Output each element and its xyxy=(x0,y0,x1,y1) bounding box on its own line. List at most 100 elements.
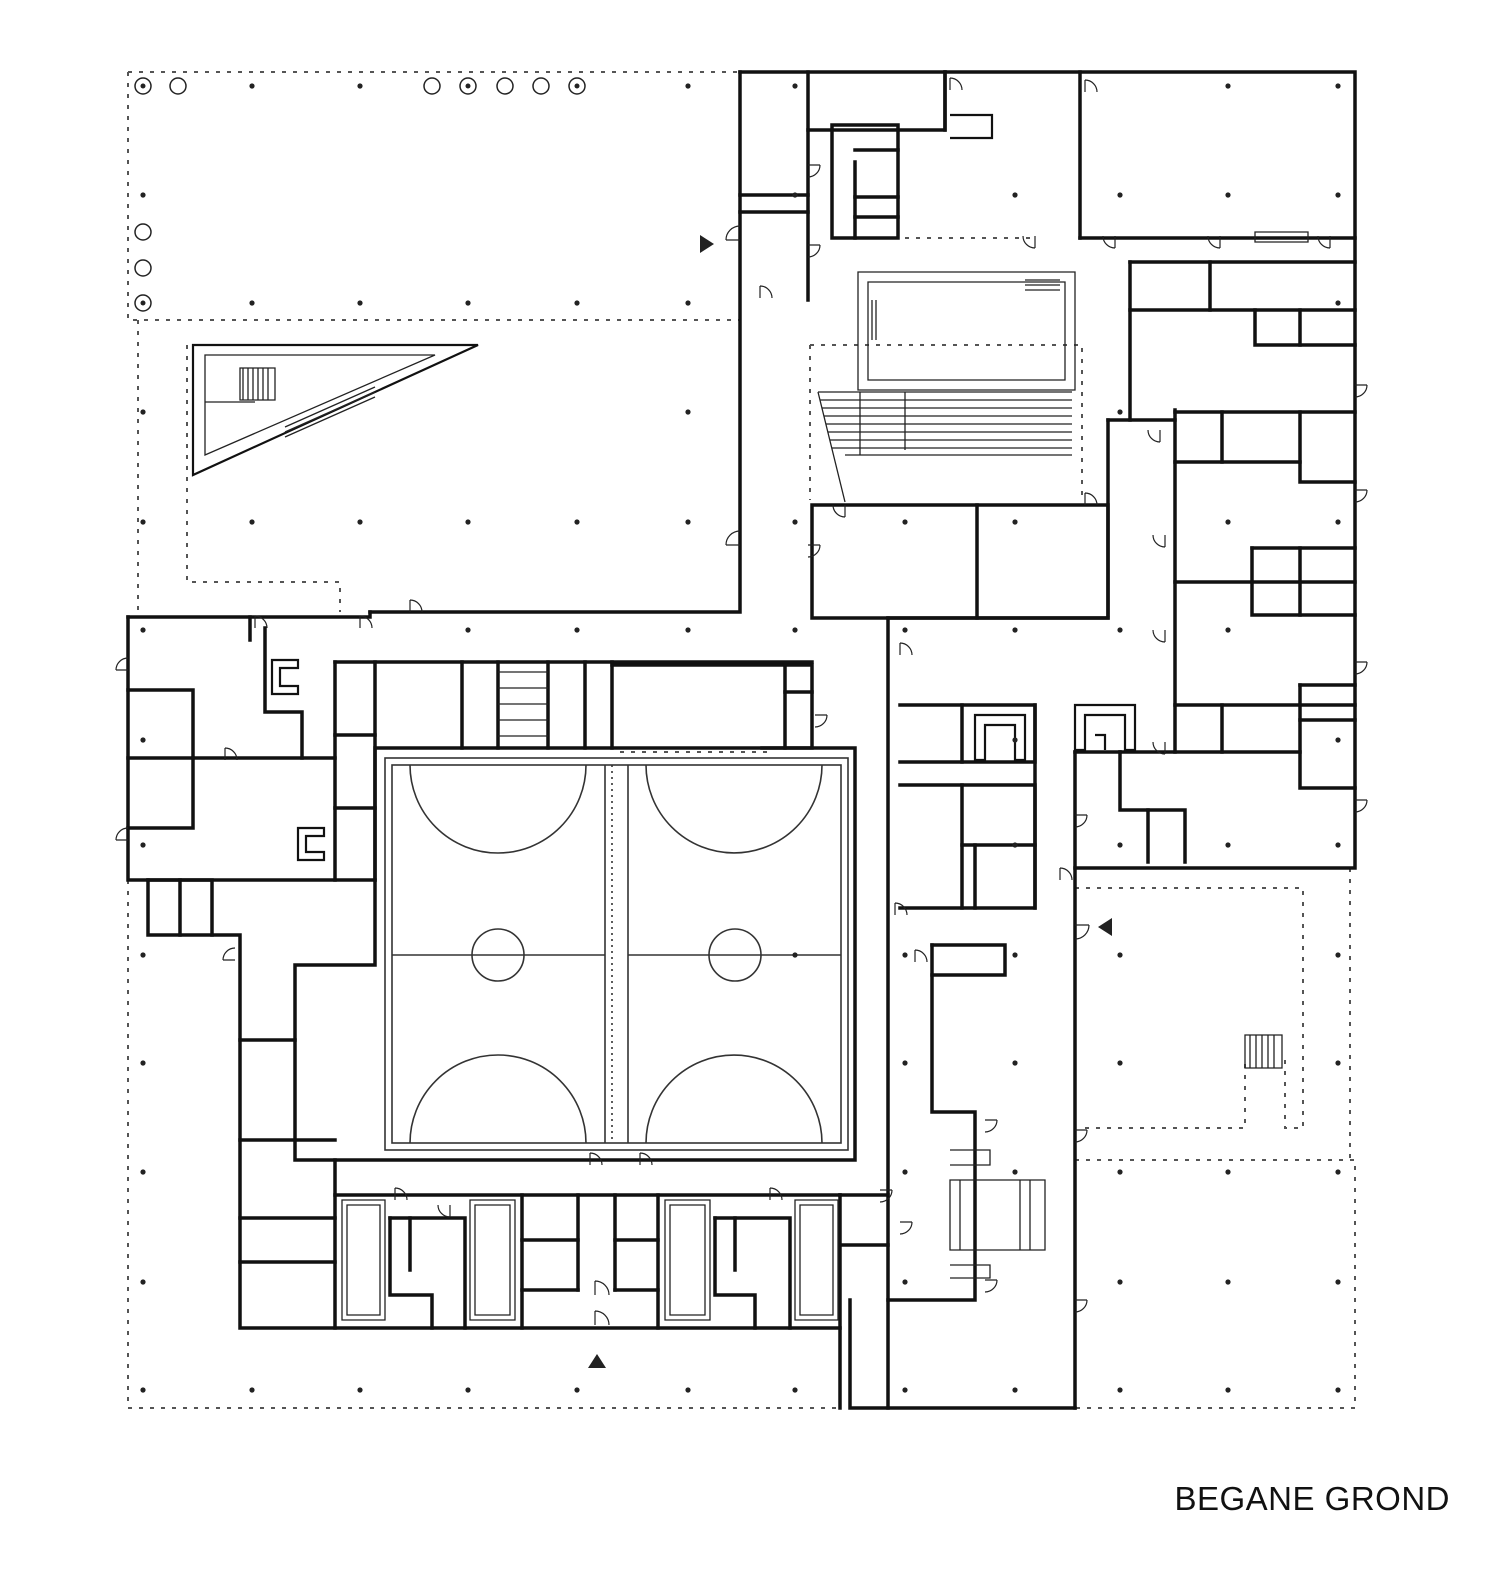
door-swing-icon xyxy=(1022,235,1036,249)
column-circle-icon xyxy=(496,77,514,95)
door-swing-icon xyxy=(594,1310,610,1326)
door-swing-icon xyxy=(894,902,908,916)
entrance-arrow-icon xyxy=(700,235,714,253)
door-swing-icon xyxy=(1074,1299,1088,1313)
column-dot-icon xyxy=(1012,1169,1018,1175)
column-dot-icon xyxy=(792,192,798,198)
column-dot-icon xyxy=(1335,1169,1341,1175)
column-circle-icon xyxy=(134,77,152,95)
door-swing-icon xyxy=(409,599,423,613)
column-dot-icon xyxy=(902,627,908,633)
column-dot-icon xyxy=(685,300,691,306)
column-dot-icon xyxy=(902,1169,908,1175)
column-dot-icon xyxy=(1117,1279,1123,1285)
column-dot-icon xyxy=(1335,952,1341,958)
door-swing-icon xyxy=(115,827,129,841)
door-swing-icon xyxy=(814,714,828,728)
column-dot-icon xyxy=(140,519,146,525)
door-swing-icon xyxy=(832,504,846,518)
column-dot-icon xyxy=(574,300,580,306)
column-dot-icon xyxy=(1225,192,1231,198)
column-dot-icon xyxy=(1335,842,1341,848)
column-dot-icon xyxy=(902,1387,908,1393)
column-dot-icon xyxy=(902,1060,908,1066)
column-dot-icon xyxy=(1012,1060,1018,1066)
column-dot-icon xyxy=(140,1060,146,1066)
column-dot-icon xyxy=(1012,519,1018,525)
column-dot-icon xyxy=(465,519,471,525)
column-dot-icon xyxy=(1225,627,1231,633)
door-swing-icon xyxy=(115,657,129,671)
column-dot-icon xyxy=(1012,1387,1018,1393)
door-swing-icon xyxy=(1152,741,1166,755)
column-dot-icon xyxy=(685,83,691,89)
door-swing-icon xyxy=(589,1152,603,1166)
column-dot-icon xyxy=(1012,952,1018,958)
structural-columns xyxy=(140,83,1341,1393)
door-swing-icon xyxy=(725,530,741,546)
entrance-arrow-icon xyxy=(1098,918,1112,936)
column-dot-icon xyxy=(140,627,146,633)
column-dot-icon xyxy=(1117,627,1123,633)
door-swing-icon xyxy=(1152,534,1166,548)
door-swing-icon xyxy=(1354,489,1368,503)
column-dot-icon xyxy=(1335,192,1341,198)
door-swing-icon xyxy=(1147,429,1161,443)
column-dot-icon xyxy=(1117,1387,1123,1393)
column-dot-icon xyxy=(792,952,798,958)
door-swing-icon xyxy=(1354,799,1368,813)
column-dot-icon xyxy=(685,519,691,525)
door-swing-icon xyxy=(1317,235,1331,249)
column-circle-icon xyxy=(532,77,550,95)
door-swing-icon xyxy=(1074,1129,1088,1143)
door-swing-icon xyxy=(725,225,741,241)
column-dot-icon xyxy=(902,952,908,958)
column-dot-icon xyxy=(465,627,471,633)
column-dot-icon xyxy=(357,1387,363,1393)
door-swing-icon xyxy=(914,949,928,963)
column-dot-icon xyxy=(249,300,255,306)
door-swing-icon xyxy=(807,164,821,178)
door-swing-icon xyxy=(759,285,773,299)
floor-label: BEGANE GROND xyxy=(1174,1480,1450,1517)
sports-court xyxy=(384,757,849,1151)
entrance-markers xyxy=(588,235,1112,1368)
column-dot-icon xyxy=(140,952,146,958)
column-dot-icon xyxy=(1335,1279,1341,1285)
column-dot-icon xyxy=(574,519,580,525)
column-dot-icon xyxy=(685,1387,691,1393)
column-dot-icon xyxy=(140,1169,146,1175)
column-dot-icon xyxy=(357,519,363,525)
column-dot-icon xyxy=(792,627,798,633)
door-swing-icon xyxy=(639,1152,653,1166)
door-swing-icon xyxy=(1102,235,1116,249)
door-swing-icon xyxy=(1059,867,1073,881)
column-dot-icon xyxy=(1335,1387,1341,1393)
column-dot-icon xyxy=(1117,952,1123,958)
column-dot-icon xyxy=(1117,409,1123,415)
dashed-outlines xyxy=(127,71,1356,1409)
door-swing-icon xyxy=(224,747,238,761)
door-swing-icon xyxy=(949,77,963,91)
column-dot-icon xyxy=(249,519,255,525)
column-circle-icon xyxy=(134,294,152,312)
door-swing-icon xyxy=(807,244,821,258)
door-swing-icon xyxy=(1084,492,1098,506)
door-swing-icon xyxy=(899,1221,913,1235)
column-circle-icon xyxy=(459,77,477,95)
column-dot-icon xyxy=(1012,842,1018,848)
column-dot-icon xyxy=(1335,737,1341,743)
column-dot-icon xyxy=(1117,842,1123,848)
door-swing-icon xyxy=(594,1280,610,1296)
door-swing-icon xyxy=(437,1204,451,1218)
door-swing-icon xyxy=(769,1187,783,1201)
column-dot-icon xyxy=(685,409,691,415)
column-dot-icon xyxy=(1225,842,1231,848)
column-dot-icon xyxy=(1012,737,1018,743)
door-swing-icon xyxy=(879,1189,893,1203)
column-dot-icon xyxy=(1225,83,1231,89)
door-swings xyxy=(115,77,1368,1326)
column-circle-icon xyxy=(423,77,441,95)
column-dot-icon xyxy=(1225,1279,1231,1285)
column-dot-icon xyxy=(1225,1387,1231,1393)
